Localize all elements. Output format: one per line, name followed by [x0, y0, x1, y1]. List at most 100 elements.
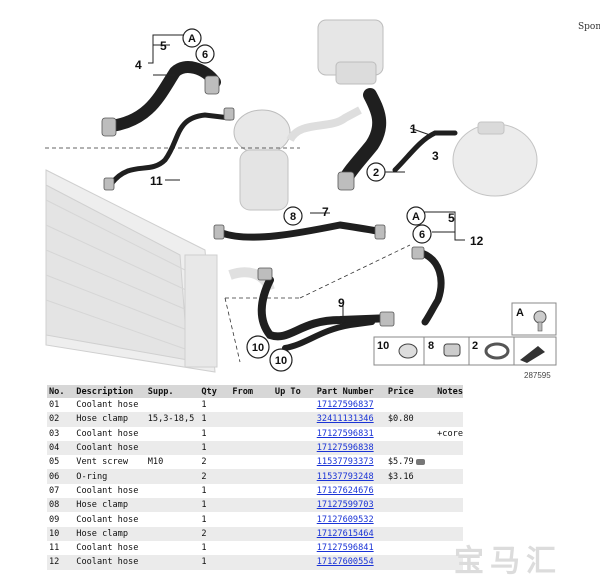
part-number-link[interactable]: 11537793373: [316, 457, 374, 468]
row-supp: [146, 398, 200, 412]
row-notes: [435, 469, 463, 484]
row-price-cell: $5.79: [386, 455, 435, 469]
row-from: [230, 412, 273, 427]
row-notes: [435, 526, 463, 541]
row-qty: 1: [201, 428, 207, 439]
row-description: Coolant hose: [74, 555, 146, 570]
legend-label-A: A: [516, 307, 524, 319]
row-no: 07: [49, 485, 60, 496]
row-upto: [272, 469, 315, 484]
label-4: 4: [135, 58, 142, 72]
part-number-link[interactable]: 17127609532: [316, 514, 374, 525]
label-10-circle: 10: [252, 342, 264, 354]
row-price-cell: [386, 398, 435, 412]
label-A2-circle: A: [412, 211, 420, 223]
row-from: [230, 526, 273, 541]
part-number-link[interactable]: 17127596841: [316, 543, 374, 554]
col-description: Description: [74, 385, 146, 398]
sponsor-label: Spons: [578, 22, 600, 32]
label-5b: 5: [448, 211, 455, 225]
label-6-circle: 6: [202, 49, 208, 61]
legend-panel: [373, 302, 557, 366]
row-no: 03: [49, 428, 60, 439]
row-from: [230, 512, 273, 526]
row-upto: [272, 440, 315, 456]
legend-label-10: 10: [377, 340, 389, 352]
row-qty: 2: [201, 457, 207, 468]
row-supp: [146, 484, 200, 498]
label-1: 1: [410, 122, 417, 136]
row-qty: 1: [199, 412, 231, 427]
legend-label-8: 8: [428, 340, 434, 352]
part-number-link[interactable]: 17127596837: [316, 400, 374, 411]
row-price-cell: [386, 512, 435, 526]
label-10b-circle: 10: [275, 355, 287, 367]
row-from: [230, 455, 273, 469]
row-no: 06: [47, 469, 75, 484]
engine-components: [228, 19, 538, 292]
col-supp: Supp.: [145, 385, 200, 398]
watermark-logo: 宝马汇: [446, 536, 596, 579]
radiator-illustration: [45, 169, 218, 373]
row-upto: [272, 526, 315, 541]
row-supp: [145, 555, 200, 570]
row-price-cell: [386, 427, 435, 441]
row-description: Vent screw: [76, 457, 129, 468]
row-description: Coolant hose: [76, 543, 139, 554]
row-price-cell: [385, 440, 436, 456]
part-number-link[interactable]: 17127615464: [316, 528, 374, 539]
row-qty: 2: [199, 526, 231, 541]
part-number-link[interactable]: 17127596831: [316, 428, 374, 439]
row-qty: 1: [199, 498, 231, 513]
row-upto: [273, 455, 315, 469]
col-no: No.: [47, 385, 75, 398]
label-2-circle: 2: [373, 167, 379, 179]
part-number-link[interactable]: 32411131346: [316, 414, 374, 425]
row-part-number-cell: 17127596837: [315, 398, 386, 412]
row-qty: 2: [199, 469, 231, 484]
row-from: [230, 484, 273, 498]
row-part-number-cell: 11537793373: [315, 455, 386, 469]
row-part-number-cell: 17127596838: [314, 440, 386, 456]
col-price: Price: [385, 385, 436, 398]
row-no: 12: [47, 555, 75, 570]
part-number-link[interactable]: 17127599703: [316, 500, 374, 511]
parts-diagram: 1 3 4 5 5 7 9 11 12 A 6 2 8 A 6 10 10: [45, 19, 557, 380]
row-part-number-cell: 17127599703: [314, 498, 386, 513]
row-notes: [435, 440, 463, 456]
table-row: 07 Coolant hose 1 17127624676: [47, 484, 463, 498]
parts-table: No. Description Supp. Qty From Up To Par…: [47, 385, 463, 570]
part-number-link[interactable]: 17127600554: [316, 557, 374, 568]
label-5: 5: [160, 39, 167, 53]
row-price-cell: [386, 541, 435, 555]
camera-icon[interactable]: [415, 458, 425, 465]
row-part-number-cell: 17127596831: [315, 427, 386, 441]
row-notes: [435, 412, 463, 427]
row-qty: 1: [201, 400, 207, 411]
part-number-link[interactable]: 17127596838: [316, 443, 374, 454]
row-description: Hose clamp: [74, 412, 146, 427]
hoses: [106, 61, 458, 351]
row-qty: 1: [201, 485, 207, 496]
row-upto: [272, 412, 315, 427]
row-supp: [145, 498, 200, 513]
row-description: Coolant hose: [76, 485, 139, 496]
row-notes: [435, 484, 463, 498]
row-supp: [146, 427, 200, 441]
row-from: [230, 498, 273, 513]
part-number-link[interactable]: 11537793248: [316, 471, 374, 482]
row-no: 08: [47, 498, 75, 513]
row-part-number-cell: 17127600554: [314, 555, 386, 570]
row-upto: [273, 427, 315, 441]
row-from: [230, 541, 273, 555]
label-12: 12: [470, 234, 484, 248]
part-number-link[interactable]: 17127624676: [316, 485, 374, 496]
figure-number: 287595: [524, 371, 551, 380]
row-no: 04: [47, 440, 75, 456]
row-price-cell: [385, 526, 436, 541]
